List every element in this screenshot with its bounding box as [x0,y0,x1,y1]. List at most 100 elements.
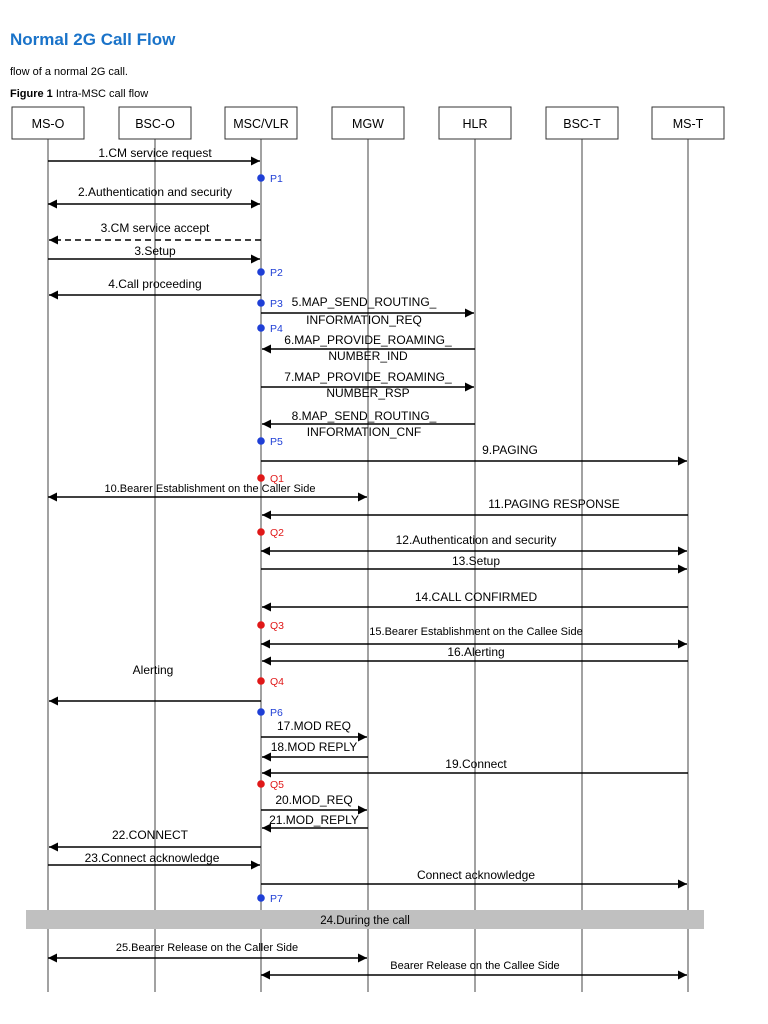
message-label: 10.Bearer Establishment on the Caller Si… [105,483,316,495]
marker-q5: Q5 [257,779,284,791]
message-label: 17.MOD REQ [277,719,351,733]
message-15-bearer-establishment-on-the-callee-side: 15.Bearer Establishment on the Callee Si… [261,626,687,649]
marker-label: P6 [270,707,283,719]
message-label: 21.MOD_REPLY [269,813,359,827]
lifelines [47,139,689,992]
message-17-mod-req: 17.MOD REQ [261,719,367,742]
message-alerting: Alerting [49,663,261,706]
message-label: 22.CONNECT [112,828,189,842]
marker-q3: Q3 [257,620,284,632]
message-22-connect: 22.CONNECT [49,828,261,852]
marker-label: Q2 [270,527,284,539]
message-label: 4.Call proceeding [108,277,201,291]
marker-label: P3 [270,298,283,310]
message-label-line2: NUMBER_RSP [326,386,409,400]
entity-label: MS-T [673,117,704,131]
marker-label: P7 [270,893,283,905]
entity-box [651,106,725,140]
entity-label: BSC-O [135,117,175,131]
entity-label: MS-O [32,117,65,131]
marker-dot [257,268,265,276]
figure-caption: Figure 1 Intra-MSC call flow [10,88,148,100]
message-10-bearer-establishment-on-the-caller-side: 10.Bearer Establishment on the Caller Si… [48,483,367,502]
entity-box [438,106,512,140]
marker-p6: P6 [257,707,283,719]
marker-label: Q4 [270,676,284,688]
entity-label: HLR [462,117,487,131]
message-bearer-release-on-the-callee-side: Bearer Release on the Callee Side [261,960,687,980]
entity-msc-vlr: MSC/VLR [224,106,298,140]
message-8-map-send-routing: 8.MAP_SEND_ROUTING_ INFORMATION_CNF [262,409,475,439]
entity-box [11,106,85,140]
message-arrows: 1.CM service request 2.Authentication and… [48,146,688,980]
message-label: 1.CM service request [98,146,212,160]
message-label: 13.Setup [452,554,500,568]
message-label: 8.MAP_SEND_ROUTING_ [292,409,437,423]
marker-dot [257,528,265,536]
marker-dot [257,708,265,716]
message-7-map-provide-roaming: 7.MAP_PROVIDE_ROAMING_ NUMBER_RSP [261,370,474,400]
intro-text: flow of a normal 2G call. [10,66,128,78]
entity-row: MS-O BSC-O MSC/VLR MGW HLR BSC-T MS-T [11,106,725,140]
marker-label: Q1 [270,473,284,485]
marker-dot [257,324,265,332]
marker-dot [257,174,265,182]
message-label: 2.Authentication and security [78,185,232,199]
marker-p7: P7 [257,893,283,905]
marker-label: P2 [270,267,283,279]
marker-label: Q5 [270,779,284,791]
message-23-connect-acknowledge: 23.Connect acknowledge [48,851,260,870]
message-label: 3.CM service accept [101,221,210,235]
entity-label: BSC-T [563,117,601,131]
message-18-mod-reply: 18.MOD REPLY [262,740,368,762]
message-3-cm-service-accept: 3.CM service accept [49,221,261,245]
message-label: 18.MOD REPLY [271,740,357,754]
message-label-line2: INFORMATION_REQ [306,313,422,327]
marker-dot [257,677,265,685]
entity-mgw: MGW [331,106,405,140]
page-title: Normal 2G Call Flow [10,30,176,49]
message-19-connect: 19.Connect [262,757,688,778]
message-21-mod-reply: 21.MOD_REPLY [262,813,368,833]
message-6-map-provide-roaming: 6.MAP_PROVIDE_ROAMING_NUMBER_IND [262,333,475,363]
message-25-bearer-release-on-the-caller-side: 25.Bearer Release on the Caller Side [48,942,367,963]
during-call-label: 24.During the call [320,915,410,927]
marker-q2: Q2 [257,527,284,539]
message-connect-acknowledge: Connect acknowledge [261,868,687,889]
message-2-authentication-and-security: 2.Authentication and security [48,185,260,209]
message-label: 7.MAP_PROVIDE_ROAMING_ [284,370,452,384]
marker-dot [257,437,265,445]
entity-label: MGW [352,117,384,131]
entity-ms-t: MS-T [651,106,725,140]
message-label-line2: NUMBER_IND [328,349,408,363]
message-label: 14.CALL CONFIRMED [415,590,538,604]
entity-hlr: HLR [438,106,512,140]
message-label: Connect acknowledge [417,868,535,882]
marker-label: P5 [270,436,283,448]
message-label: 15.Bearer Establishment on the Callee Si… [369,626,582,638]
message-label: 9.PAGING [482,443,538,457]
message-label: 5.MAP_SEND_ROUTING_ [292,295,437,309]
entity-box [118,106,192,140]
message-13-setup: 13.Setup [261,554,687,574]
message-16-alerting: 16.Alerting [262,645,688,666]
message-20-mod-req: 20.MOD_REQ [261,793,367,815]
message-label: 19.Connect [445,757,507,771]
message-label: Bearer Release on the Callee Side [390,960,559,972]
message-label: 12.Authentication and security [396,533,557,547]
message-label: 3.Setup [134,244,176,258]
entity-box [224,106,298,140]
marker-label: P1 [270,173,283,185]
marker-dot [257,780,265,788]
message-label-line2: INFORMATION_CNF [307,425,421,439]
marker-dot [257,621,265,629]
entity-box [331,106,405,140]
message-12-authentication-and-security: 12.Authentication and security [261,533,687,556]
entity-label: MSC/VLR [233,117,289,131]
entity-box [545,106,619,140]
marker-q4: Q4 [257,676,284,688]
message-1-cm-service-request: 1.CM service request [48,146,260,166]
entity-bsc-t: BSC-T [545,106,619,140]
